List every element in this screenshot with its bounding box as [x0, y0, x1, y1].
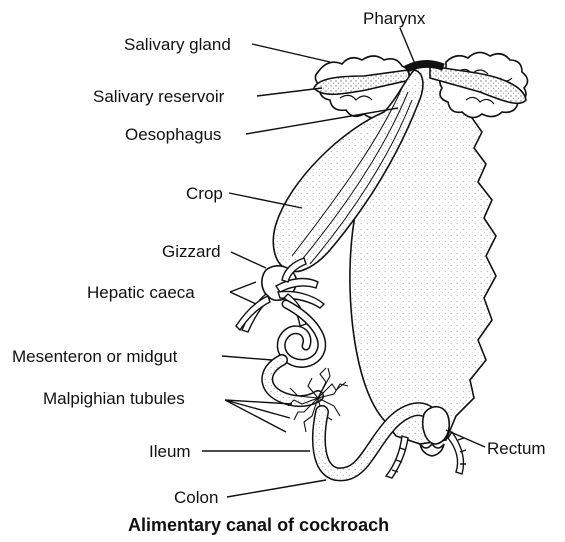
anal-plates — [420, 444, 444, 456]
label-colon: Colon — [174, 488, 218, 507]
label-rectum: Rectum — [487, 439, 546, 458]
label-salivary-gland: Salivary gland — [124, 35, 231, 54]
label-salivary-reservoir: Salivary reservoir — [93, 87, 225, 106]
label-hepatic-caeca: Hepatic caeca — [87, 283, 195, 302]
figure-caption: Alimentary canal of cockroach — [128, 515, 389, 535]
label-malpighian-tubules: Malpighian tubules — [43, 389, 185, 408]
label-ileum: Ileum — [149, 442, 191, 461]
label-mesenteron: Mesenteron or midgut — [12, 347, 178, 366]
label-gizzard: Gizzard — [162, 242, 221, 261]
rectum — [423, 407, 450, 444]
label-pharynx: Pharynx — [363, 9, 426, 28]
label-oesophagus: Oesophagus — [125, 125, 221, 144]
label-crop: Crop — [186, 184, 223, 203]
